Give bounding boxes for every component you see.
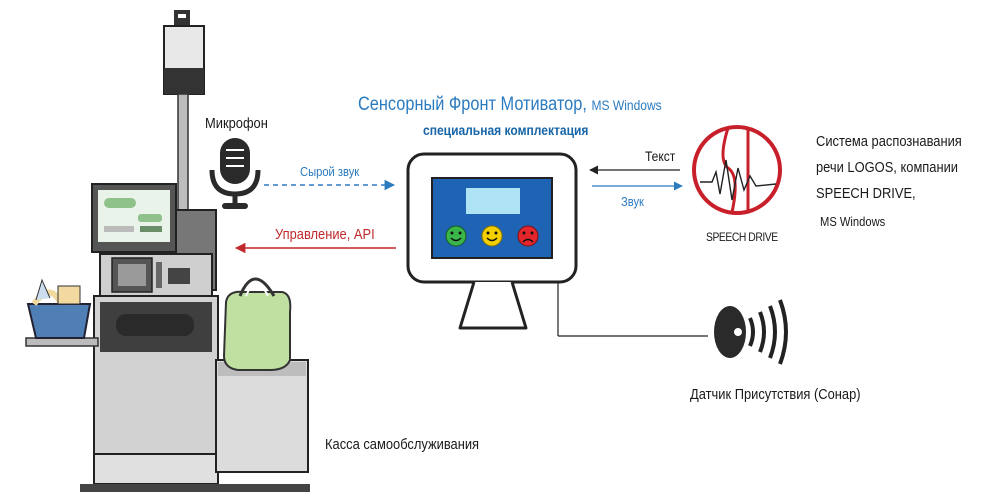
recognition-line-1: Система распознавания bbox=[816, 133, 962, 150]
microphone-icon bbox=[209, 138, 261, 209]
microphone-label: Микрофон bbox=[205, 115, 268, 132]
sound-label: Звук bbox=[621, 194, 644, 209]
control-api-label: Управление, API bbox=[275, 226, 375, 243]
recognition-line-3: SPEECH DRIVE, bbox=[816, 185, 916, 202]
sonar-sensor-icon bbox=[714, 299, 788, 365]
recognition-line-2: речи LOGOS, компании bbox=[816, 159, 959, 176]
smiley-green-icon bbox=[445, 225, 467, 247]
speech-drive-logo-icon bbox=[692, 125, 782, 215]
smiley-red-icon bbox=[517, 225, 539, 247]
raw-sound-label: Сырой звук bbox=[300, 164, 360, 179]
monitor-subtitle: специальная комплектация bbox=[423, 122, 589, 138]
presence-sensor-label: Датчик Присутствия (Сонар) bbox=[690, 386, 861, 403]
text-label: Текст bbox=[645, 148, 676, 164]
monitor-title-os: MS Windows bbox=[591, 97, 662, 113]
smiley-yellow-icon bbox=[481, 225, 503, 247]
recognition-os: MS Windows bbox=[820, 214, 886, 229]
front-motivator-monitor bbox=[406, 152, 578, 330]
self-checkout-kiosk bbox=[25, 10, 310, 492]
monitor-title: Сенсорный Фронт Мотиватор, MS Windows bbox=[358, 94, 662, 116]
kiosk-label: Касса самообслуживания bbox=[325, 436, 480, 453]
monitor-title-main: Сенсорный Фронт Мотиватор, bbox=[358, 94, 587, 115]
speech-drive-logo-text: SPEECH DRIVE bbox=[706, 230, 778, 244]
